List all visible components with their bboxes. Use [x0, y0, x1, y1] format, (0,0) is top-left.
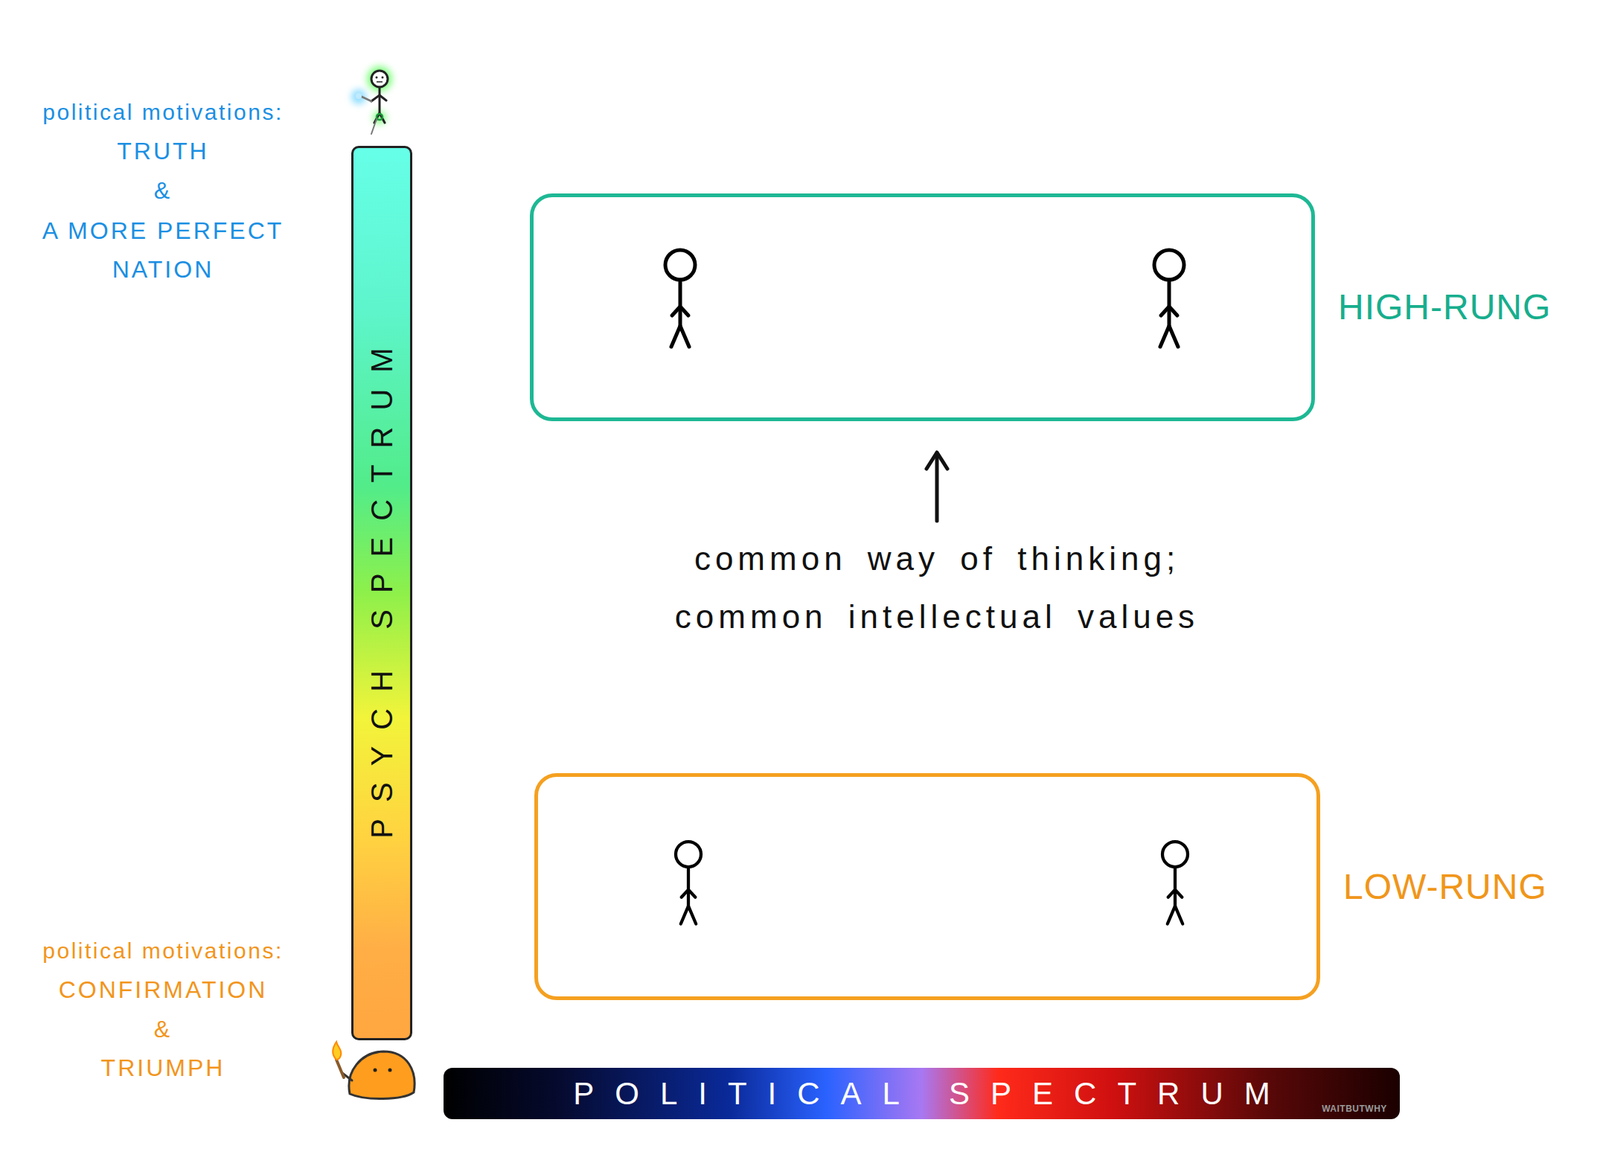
enlightened-figure-part	[375, 76, 379, 79]
political-spectrum-bar: POLITICAL SPECTRUM	[443, 1067, 1400, 1120]
label-holder: CONFIRMATION	[6, 970, 320, 1010]
motivation-value: CONFIRMATION	[58, 976, 268, 1004]
psych-spectrum-bar: PSYCH SPECTRUM	[351, 145, 413, 1041]
motivation-heading: political motivations:	[42, 938, 283, 963]
text-holder: HIGH-RUNG	[1338, 286, 1551, 329]
enlightened-figure-part	[360, 96, 372, 102]
rung-label: HIGH-RUNG	[1338, 286, 1551, 329]
enlightened-figure-part	[376, 81, 383, 83]
motivation-heading: political motivations:	[42, 99, 283, 125]
upward-arrow-part	[935, 453, 940, 521]
label-holder: political motivations:	[6, 93, 320, 132]
motivation-connector: &	[154, 177, 172, 204]
upward-arrow-part	[926, 452, 948, 469]
text-holder: PSYCH SPECTRUM	[365, 331, 399, 855]
motivation-connector: &	[154, 1015, 172, 1043]
primitive-blob-part	[388, 1068, 393, 1073]
motivation-value: TRIUMPH	[101, 1054, 226, 1082]
enlightened-figure	[351, 66, 393, 134]
arrow-caption: common way of thinking; common intellect…	[674, 540, 1199, 635]
enlightened-figure-part	[371, 70, 388, 88]
label-holder: political motivations:	[6, 931, 320, 971]
label-holder: common way of thinking; common intellect…	[654, 529, 1220, 646]
motivation-value: A MORE PERFECT NATION	[42, 217, 285, 283]
rung-label: LOW-RUNG	[1343, 866, 1548, 908]
low-rung-figure	[675, 841, 702, 925]
high-rung-figure	[1154, 250, 1184, 347]
high-rung-figure-part	[1154, 250, 1184, 347]
label-holder: TRIUMPH	[6, 1048, 320, 1088]
enlightened-figure-part	[376, 113, 383, 120]
watermark: WAITBUTWHY	[1321, 1103, 1388, 1115]
enlightened-figure-part	[378, 87, 382, 114]
high-rung-figure-part	[665, 250, 696, 347]
primitive-blob-part	[349, 1051, 415, 1100]
label-holder: WAITBUTWHY	[1309, 1101, 1400, 1115]
motivation-value: TRUTH	[116, 137, 209, 165]
low-rung-figure-part	[1162, 841, 1188, 925]
low-rung-figure-part	[675, 841, 702, 925]
primitive-blob-part	[332, 1041, 341, 1060]
axis-title: PSYCH SPECTRUM	[365, 331, 399, 855]
high-rung-figure	[665, 250, 696, 347]
upward-arrow	[926, 452, 948, 521]
label-holder: &	[6, 1009, 320, 1049]
primitive-blob	[332, 1041, 415, 1100]
axis-title: POLITICAL SPECTRUM	[552, 1075, 1292, 1113]
enlightened-figure-part	[355, 93, 362, 99]
enlightened-figure-part	[381, 76, 384, 79]
text-holder: LOW-RUNG	[1343, 866, 1548, 908]
high-rung-box: HIGH-RUNG	[529, 193, 1315, 422]
low-rung-figure	[1162, 841, 1188, 925]
label-holder: &	[6, 171, 320, 210]
enlightened-figure-part	[371, 119, 377, 134]
low-rung-box: LOW-RUNG	[534, 773, 1321, 1001]
primitive-blob-part	[336, 1059, 344, 1078]
primitive-blob-part	[373, 1068, 378, 1073]
label-holder: A MORE PERFECT NATION	[21, 211, 305, 289]
enlightened-figure-part	[371, 95, 387, 102]
text-holder: POLITICAL SPECTRUM	[552, 1075, 1292, 1113]
label-holder: TRUTH	[6, 131, 320, 171]
